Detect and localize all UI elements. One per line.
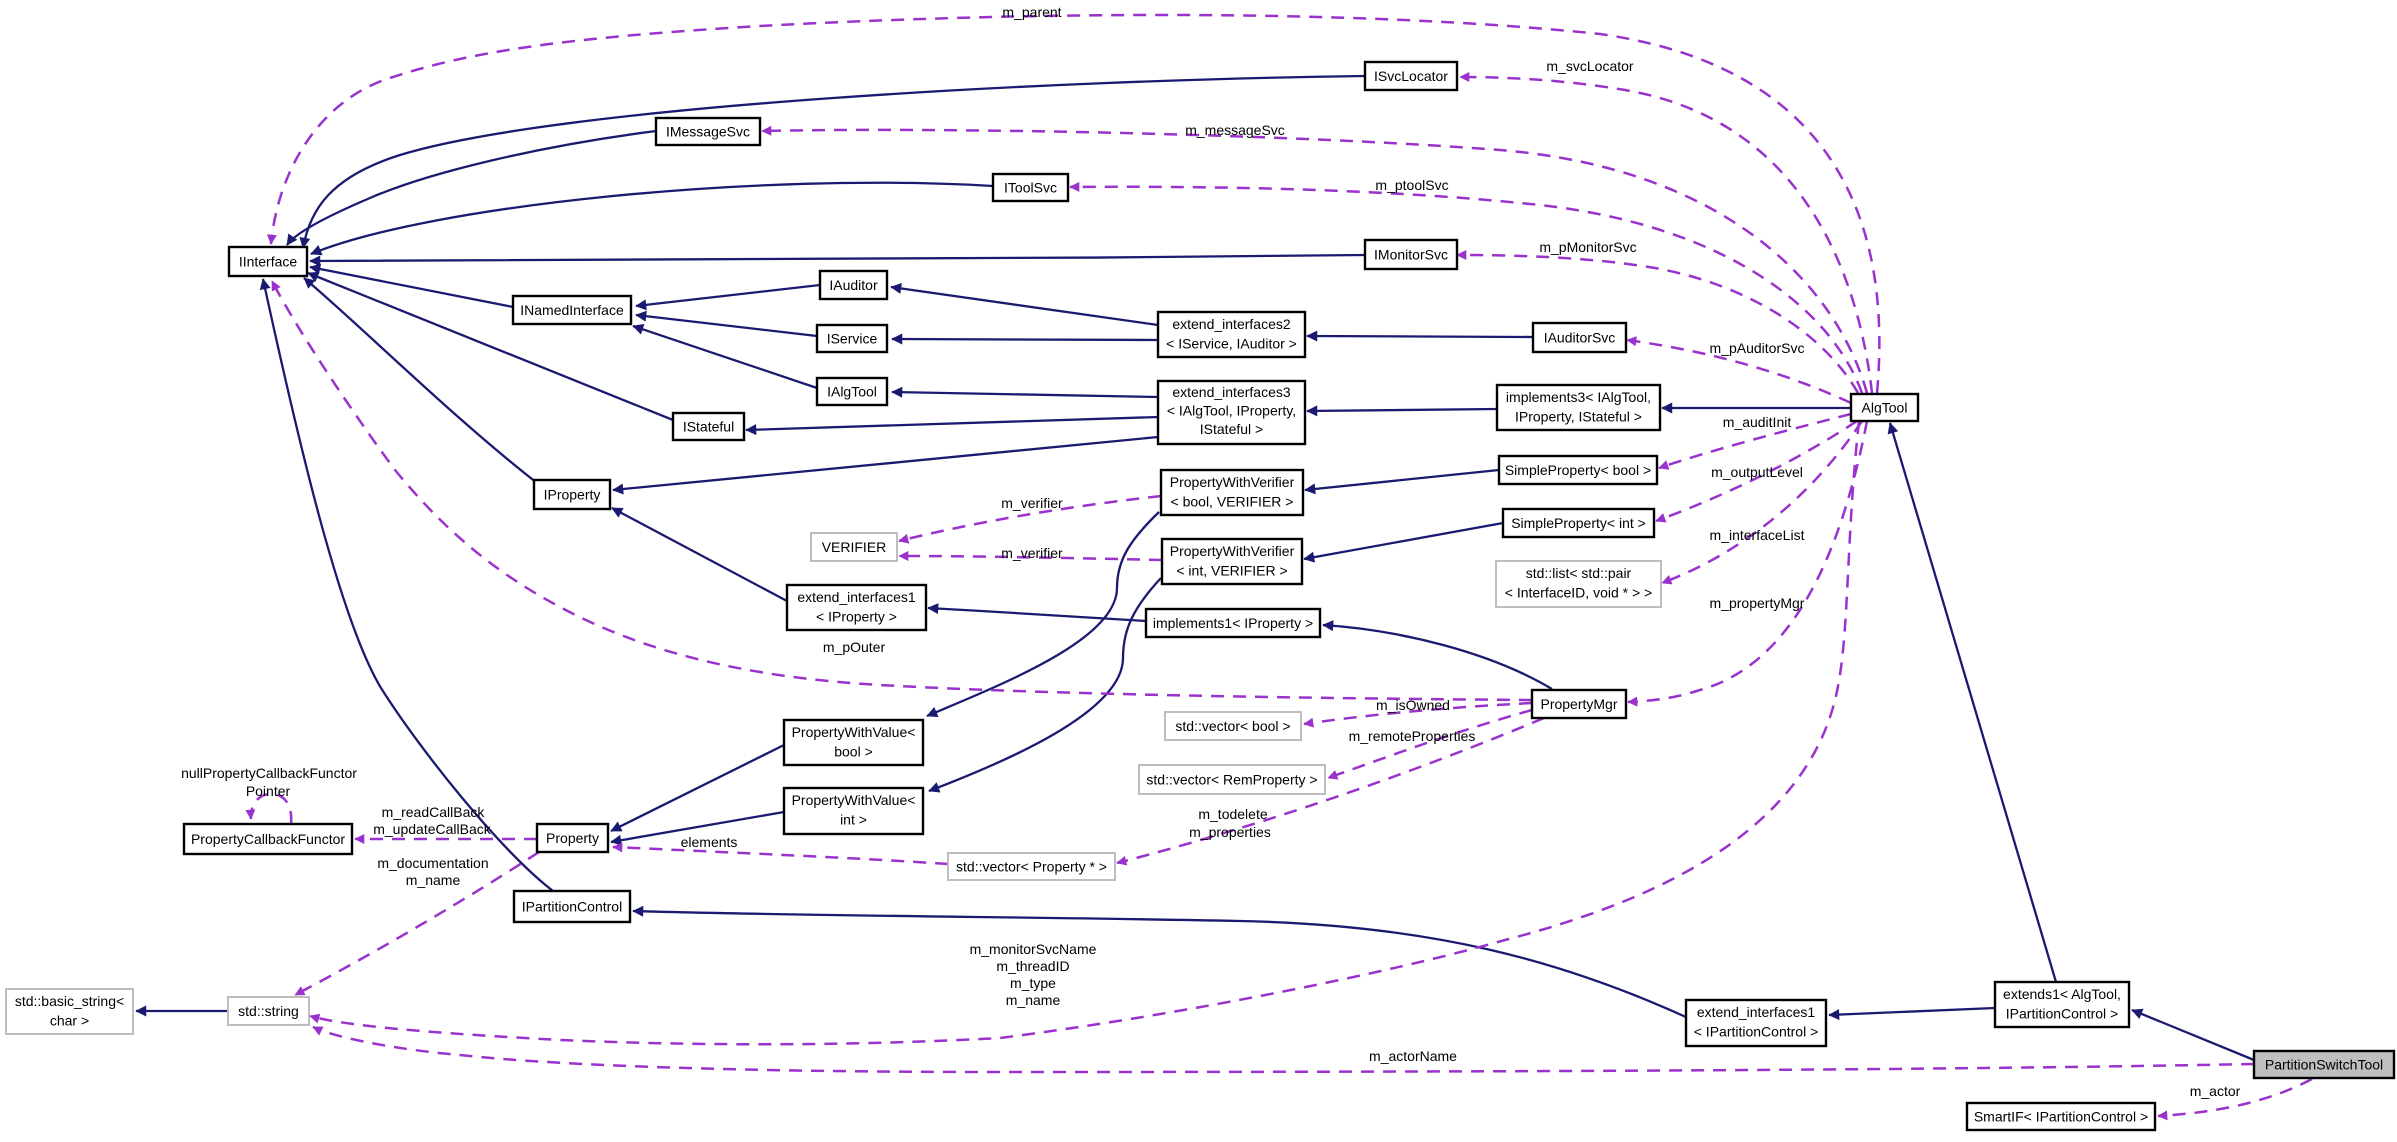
svg-text:Pointer: Pointer (246, 783, 291, 799)
svg-text:ISvcLocator: ISvcLocator (1374, 68, 1448, 84)
svg-text:std::string: std::string (238, 1003, 299, 1019)
svg-text:m_todelete: m_todelete (1198, 806, 1267, 822)
svg-text:SmartIF< IPartitionControl >: SmartIF< IPartitionControl > (1974, 1109, 2148, 1125)
svg-text:IStateful: IStateful (683, 419, 734, 435)
svg-text:std::vector< Property * >: std::vector< Property * > (956, 859, 1107, 875)
svg-text:IPartitionControl: IPartitionControl (522, 899, 622, 915)
svg-text:PropertyWithVerifier: PropertyWithVerifier (1170, 474, 1295, 490)
svg-text:IStateful >: IStateful > (1200, 421, 1263, 437)
svg-text:PropertyWithVerifier: PropertyWithVerifier (1170, 543, 1295, 559)
svg-text:< IAlgTool, IProperty,: < IAlgTool, IProperty, (1167, 403, 1296, 419)
svg-text:std::vector< RemProperty >: std::vector< RemProperty > (1146, 772, 1317, 788)
svg-text:implements3< IAlgTool,: implements3< IAlgTool, (1506, 389, 1651, 405)
svg-text:IAlgTool: IAlgTool (827, 384, 877, 400)
svg-text:nullPropertyCallbackFunctor: nullPropertyCallbackFunctor (181, 765, 357, 781)
svg-text:m_svcLocator: m_svcLocator (1546, 58, 1633, 74)
svg-text:IMonitorSvc: IMonitorSvc (1374, 247, 1448, 263)
svg-text:SimpleProperty< bool >: SimpleProperty< bool > (1505, 462, 1651, 478)
svg-text:m_messageSvc: m_messageSvc (1185, 122, 1285, 138)
svg-text:m_isOwned: m_isOwned (1376, 697, 1450, 713)
svg-text:m_threadID: m_threadID (996, 958, 1069, 974)
svg-text:IProperty, IStateful >: IProperty, IStateful > (1515, 409, 1642, 425)
svg-text:extend_interfaces1: extend_interfaces1 (797, 589, 916, 605)
svg-text:< int, VERIFIER >: < int, VERIFIER > (1176, 563, 1287, 579)
svg-text:IMessageSvc: IMessageSvc (666, 124, 750, 140)
svg-text:m_name: m_name (406, 872, 461, 888)
svg-text:extend_interfaces1: extend_interfaces1 (1697, 1004, 1816, 1020)
svg-text:m_type: m_type (1010, 975, 1056, 991)
svg-text:< bool, VERIFIER >: < bool, VERIFIER > (1171, 494, 1294, 510)
svg-text:IService: IService (827, 331, 878, 347)
svg-text:PropertyMgr: PropertyMgr (1540, 696, 1617, 712)
svg-text:PropertyWithValue<: PropertyWithValue< (792, 792, 916, 808)
svg-text:std::basic_string<: std::basic_string< (15, 993, 124, 1009)
svg-text:PropertyWithValue<: PropertyWithValue< (792, 724, 916, 740)
svg-text:m_parent: m_parent (1002, 4, 1061, 20)
svg-text:< IProperty >: < IProperty > (816, 609, 897, 625)
svg-text:PropertyCallbackFunctor: PropertyCallbackFunctor (191, 831, 345, 847)
svg-text:m_pMonitorSvc: m_pMonitorSvc (1539, 239, 1636, 255)
svg-text:m_actor: m_actor (2190, 1083, 2241, 1099)
svg-text:m_readCallBack: m_readCallBack (382, 804, 486, 820)
svg-text:SimpleProperty< int >: SimpleProperty< int > (1511, 515, 1646, 531)
svg-text:m_pAuditorSvc: m_pAuditorSvc (1710, 340, 1805, 356)
svg-text:elements: elements (681, 834, 738, 850)
svg-text:extends1< AlgTool,: extends1< AlgTool, (2003, 986, 2121, 1002)
svg-text:std::list< std::pair: std::list< std::pair (1526, 565, 1632, 581)
svg-text:m_documentation: m_documentation (377, 855, 488, 871)
svg-text:AlgTool: AlgTool (1862, 400, 1908, 416)
svg-text:INamedInterface: INamedInterface (520, 302, 624, 318)
svg-text:IToolSvc: IToolSvc (1004, 180, 1057, 196)
svg-text:IAuditorSvc: IAuditorSvc (1544, 330, 1616, 346)
svg-text:m_properties: m_properties (1189, 824, 1271, 840)
svg-text:PartitionSwitchTool: PartitionSwitchTool (2265, 1057, 2383, 1073)
svg-text:m_interfaceList: m_interfaceList (1710, 527, 1805, 543)
svg-text:IAuditor: IAuditor (829, 277, 878, 293)
svg-text:< IService, IAuditor >: < IService, IAuditor > (1166, 336, 1297, 352)
svg-text:m_updateCallBack: m_updateCallBack (373, 821, 492, 837)
svg-text:m_verifier: m_verifier (1001, 545, 1063, 561)
svg-text:implements1< IProperty >: implements1< IProperty > (1153, 615, 1313, 631)
svg-text:bool >: bool > (834, 744, 873, 760)
svg-text:m_actorName: m_actorName (1369, 1048, 1457, 1064)
svg-text:extend_interfaces2: extend_interfaces2 (1172, 316, 1291, 332)
svg-text:int >: int > (840, 812, 867, 828)
svg-text:IInterface: IInterface (239, 254, 298, 270)
svg-text:m_remoteProperties: m_remoteProperties (1349, 728, 1476, 744)
svg-text:extend_interfaces3: extend_interfaces3 (1172, 384, 1291, 400)
svg-text:< InterfaceID, void * > >: < InterfaceID, void * > > (1505, 585, 1652, 601)
svg-text:< IPartitionControl >: < IPartitionControl > (1694, 1024, 1819, 1040)
svg-text:Property: Property (546, 830, 599, 846)
svg-text:m_propertyMgr: m_propertyMgr (1710, 595, 1805, 611)
svg-text:m_outputLevel: m_outputLevel (1711, 464, 1803, 480)
svg-text:IPartitionControl >: IPartitionControl > (2006, 1006, 2118, 1022)
svg-text:std::vector< bool >: std::vector< bool > (1175, 718, 1290, 734)
svg-text:VERIFIER: VERIFIER (822, 539, 887, 555)
svg-text:m_pOuter: m_pOuter (823, 639, 886, 655)
svg-text:m_monitorSvcName: m_monitorSvcName (970, 941, 1097, 957)
svg-text:char >: char > (50, 1013, 89, 1029)
svg-text:m_verifier: m_verifier (1001, 495, 1063, 511)
svg-text:m_ptoolSvc: m_ptoolSvc (1375, 177, 1448, 193)
svg-text:m_auditInit: m_auditInit (1723, 414, 1792, 430)
svg-text:IProperty: IProperty (544, 487, 601, 503)
svg-text:m_name: m_name (1006, 992, 1061, 1008)
